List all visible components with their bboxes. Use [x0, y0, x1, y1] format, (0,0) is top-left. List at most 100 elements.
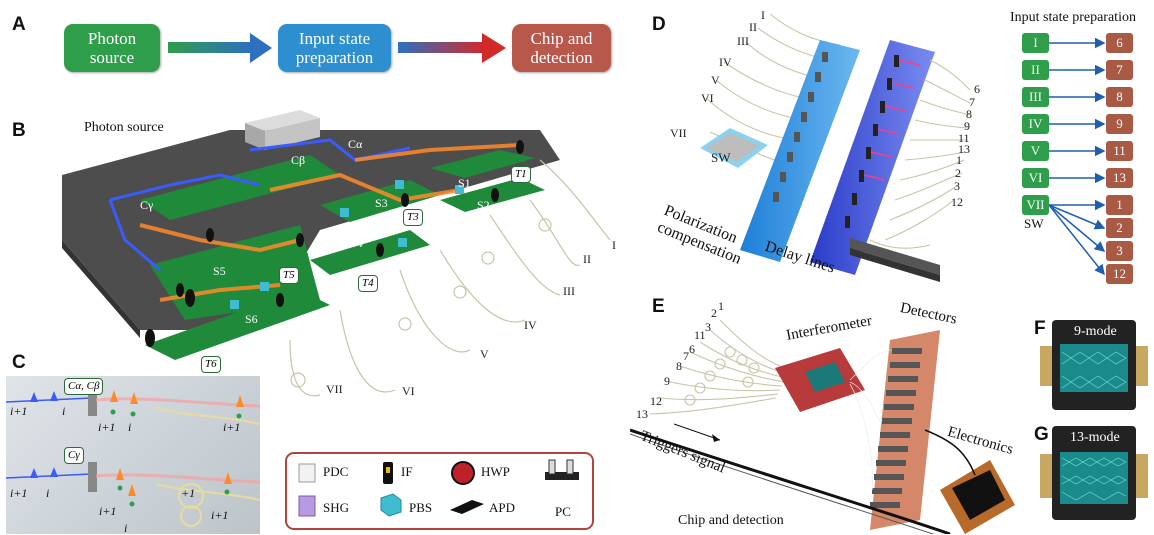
trigger-cable: [630, 428, 951, 534]
isp-arrow-vii-12: [1048, 204, 1105, 276]
delay-line-components: [845, 55, 899, 228]
crystal-label-c-beta: Cβ: [291, 153, 306, 167]
stage-label-s5: S5: [213, 264, 226, 278]
stage-board-s4: [310, 230, 430, 275]
flow-arrow-1: [168, 33, 272, 63]
panel-letter-b: B: [12, 120, 26, 141]
half-wave-plate-icon: [451, 461, 475, 485]
flow-chip-detection-box: Chip and detection: [512, 24, 611, 72]
e-mode-label: 7: [683, 349, 689, 363]
d-output-label: 1: [956, 153, 962, 167]
tag-c-alpha-beta: Cα, Cβ: [64, 378, 104, 395]
chip-13-mode-label: 13-mode: [1070, 430, 1120, 445]
d-input-label-vi: VI: [701, 91, 714, 105]
chip-9-mode-label: 9-mode: [1074, 324, 1117, 339]
tag-c-gamma: Cγ: [64, 447, 84, 464]
panel-letter-f: F: [1034, 318, 1046, 339]
chip-input-fibres: [649, 319, 791, 415]
chip-detection-setup: [630, 319, 1015, 534]
chip-9-mode: 9-mode: [1040, 314, 1148, 414]
hwp-elements: [145, 140, 524, 347]
pulse-timing-graphic: [6, 386, 260, 527]
avalanche-photodiode-icon: [450, 500, 484, 514]
isp-source-iii: III: [1022, 87, 1049, 107]
legend-pbs-label: PBS: [409, 500, 433, 515]
flow-input-state-box: Input state preparation: [278, 24, 391, 72]
detector-array: [870, 330, 940, 530]
switch-box: [700, 128, 768, 168]
chip-9-mode-graphic: [1040, 320, 1148, 410]
isp-target-3: 3: [1106, 241, 1133, 261]
d-output-label: 11: [958, 131, 970, 145]
fibre-label-v: V: [480, 347, 489, 361]
isp-source-v: V: [1022, 141, 1049, 161]
interference-filter-icon: [383, 462, 393, 484]
legend-shg-label: SHG: [323, 500, 350, 515]
electronics-box: [940, 460, 1015, 534]
trigger-direction-arrow: [673, 423, 721, 442]
e-mode-label: 1: [718, 299, 724, 313]
pulse-label: i+1: [211, 508, 229, 522]
photon-source-setup: [62, 110, 611, 397]
polarizing-beam-splitter-icon: [380, 493, 402, 517]
interferometer-chip: [775, 348, 865, 412]
polarization-compensation-board: [740, 40, 860, 262]
e-mode-label: 6: [689, 342, 695, 356]
optical-table-edge: [62, 240, 140, 338]
crystal-label-c-alpha: Cα: [348, 137, 363, 151]
legend-apd-label: APD: [489, 500, 516, 515]
isp-arrow-vii-3: [1048, 204, 1106, 252]
d-output-label: 7: [969, 95, 975, 109]
fibre-label-iv: IV: [524, 318, 537, 332]
tag-t6: T6: [201, 356, 221, 373]
d-output-label: 12: [951, 195, 963, 209]
isp-target-8: 8: [1106, 87, 1133, 107]
detector-fibres: [849, 349, 893, 491]
stage-label-s1: S1: [458, 176, 471, 190]
panel-letter-e: E: [652, 296, 665, 317]
isp-target-6: 6: [1106, 33, 1133, 53]
tag-t5: T5: [279, 267, 299, 284]
e-mode-label: 13: [636, 407, 648, 421]
legend-pdc-label: PDC: [323, 464, 349, 479]
flow-arrow-2: [398, 33, 506, 63]
legend-pc-label: PC: [555, 504, 571, 519]
pulse-label: +1: [181, 486, 196, 500]
isp-source-vii: VII: [1022, 195, 1049, 215]
isp-target-2: 2: [1106, 218, 1133, 238]
fibre-label-ii: II: [583, 252, 591, 266]
d-output-label: 8: [966, 107, 972, 121]
pulse-label: i+1: [98, 420, 116, 434]
tag-t4: T4: [358, 275, 378, 292]
panel-letter-g: G: [1034, 424, 1049, 445]
stage-board-s1: [430, 150, 535, 178]
input-state-setup: [700, 13, 971, 282]
tag-t1: T1: [511, 166, 531, 183]
output-fibres: [869, 59, 971, 249]
pulse-label: i+1: [99, 504, 117, 518]
isp-source-i: I: [1022, 33, 1049, 53]
stage-board-s3: [320, 180, 440, 222]
isp-switch-label: SW: [1024, 216, 1044, 231]
pulse-label: i+1: [223, 420, 241, 434]
delay-line-beams: [863, 59, 921, 181]
fibre-label-vi: VI: [402, 384, 415, 398]
pulse-label: i+1: [10, 404, 28, 418]
pdc-crystal-icon: [298, 463, 316, 483]
e-mode-label: 9: [664, 374, 670, 388]
laser-box: [245, 110, 320, 150]
isp-source-iv: IV: [1022, 114, 1049, 134]
d-input-label-iii: III: [737, 34, 749, 48]
isp-arrow-vii-2: [1048, 204, 1106, 230]
flow-arrows: [168, 33, 506, 63]
e-mode-label: 2: [711, 306, 717, 320]
stage-label-s2: S2: [477, 198, 490, 212]
fibre-label-vii: VII: [326, 382, 343, 396]
e-mode-label: 3: [705, 320, 711, 334]
pulse-label: i: [62, 404, 66, 418]
legend-hwp-label: HWP: [481, 464, 510, 479]
isp-source-vi: VI: [1022, 168, 1049, 188]
pulse-label: i: [124, 521, 128, 535]
crystal-label-c-gamma: Cγ: [140, 198, 154, 212]
d-output-label: 13: [958, 142, 970, 156]
